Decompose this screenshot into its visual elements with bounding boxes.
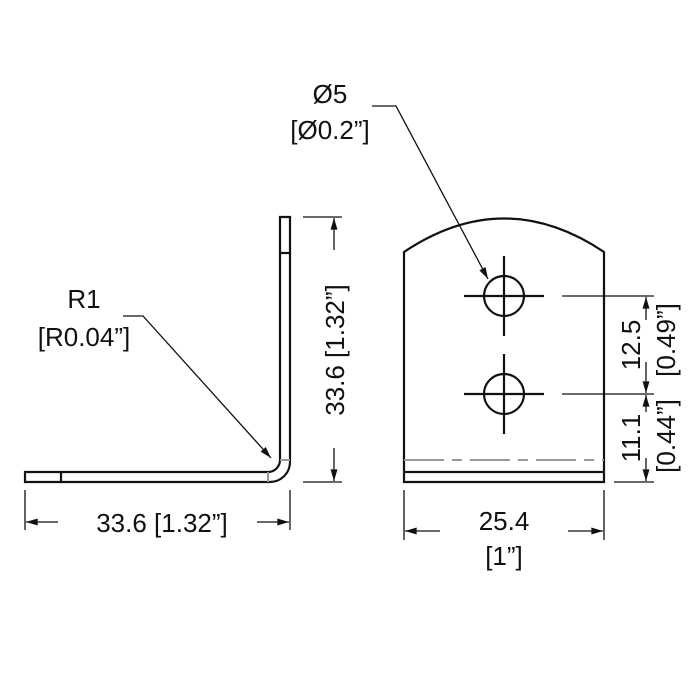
edge-distance-in: [0.44”] (651, 399, 681, 473)
bracket-profile (23, 215, 292, 484)
width-dimension-in: [1”] (485, 541, 523, 571)
edge-distance: 11.1 (616, 414, 646, 463)
side-view: R1 [R0.04”] 33.6 [1.32”] 33.6 [1.32”] (23, 215, 350, 538)
radius-leader (123, 315, 272, 459)
front-view: Ø5 [Ø0.2”] 12.5 [0.49”] 11.1 [0.44”] 25.… (290, 79, 681, 571)
width-dimension: 33.6 [1.32”] (96, 508, 228, 538)
radius-label-in: [R0.04”] (38, 322, 131, 352)
hole-spacing: 12.5 (616, 320, 646, 371)
radius-label: R1 (67, 284, 100, 314)
hole-leader (372, 105, 489, 280)
height-dimension: 33.6 [1.32”] (320, 284, 350, 416)
hole-upper (464, 256, 544, 336)
width-dimension: 25.4 (479, 506, 530, 536)
hole-lower (464, 354, 544, 434)
hole-diameter-label: Ø5 (313, 79, 348, 109)
hole-diameter-label-in: [Ø0.2”] (290, 115, 369, 145)
bracket-outline (402, 217, 606, 484)
hole-spacing-in: [0.49”] (651, 303, 681, 377)
